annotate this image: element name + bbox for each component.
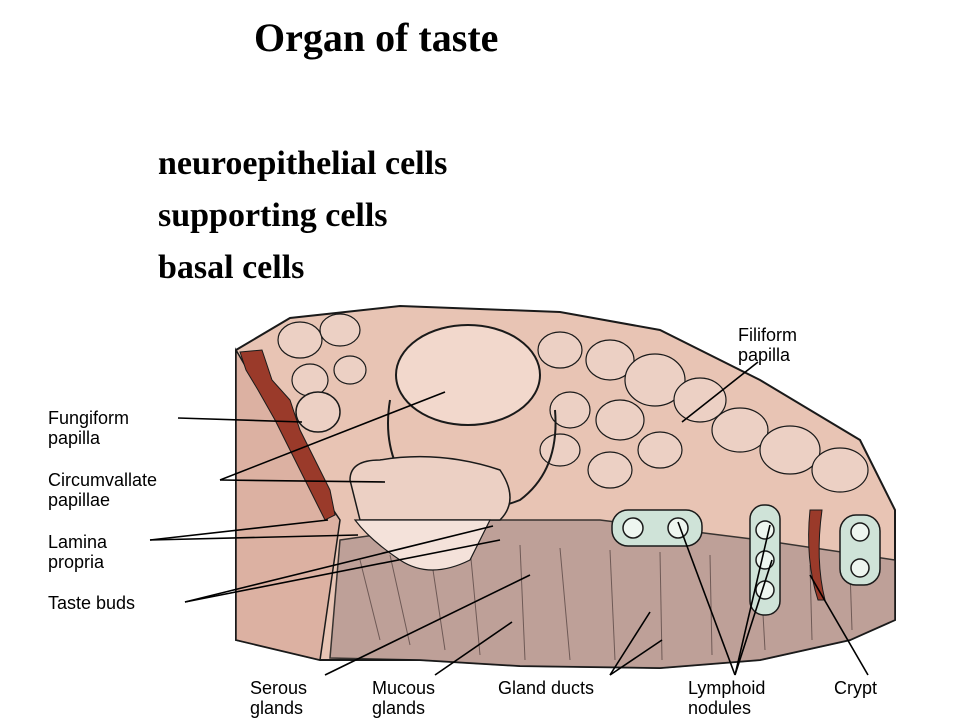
label-gland-ducts: Gland ducts: [498, 678, 595, 698]
label-lamina-propria: Lamina propria: [48, 532, 108, 572]
label-fungiform-papilla: Fungiform papilla: [48, 408, 130, 448]
label-filiform-papilla: Filiform papilla: [738, 325, 797, 365]
cell-type-supporting: supporting cells: [158, 197, 388, 234]
label-taste-buds: Taste buds: [48, 593, 136, 613]
left-epithelium-edge: [239, 349, 336, 521]
label-circumvallate-papillae: Circumvallate papillae: [48, 470, 158, 510]
fungiform-papilla: [295, 391, 341, 433]
leader-lines: [149, 361, 869, 676]
label-serous-glands: Serous glands: [250, 678, 308, 718]
label-crypt: Crypt: [834, 678, 878, 698]
cell-type-list: neuroepithelial cells supporting cells b…: [158, 138, 447, 294]
label-mucous-glands: Mucous glands: [372, 678, 436, 718]
circumvallate-papilla-front: [349, 455, 511, 521]
label-lymphoid-nodules: Lymphoid nodules: [688, 678, 766, 718]
taste-bud-region: [353, 519, 491, 571]
circumvallate-papilla-main: [395, 324, 541, 426]
cell-type-neuroepithelial: neuroepithelial cells: [158, 145, 448, 182]
gland-texture: [359, 544, 853, 661]
lymphoid-nodules: [611, 504, 881, 616]
page-title: Organ of taste: [254, 15, 499, 60]
cell-type-basal: basal cells: [158, 249, 305, 286]
